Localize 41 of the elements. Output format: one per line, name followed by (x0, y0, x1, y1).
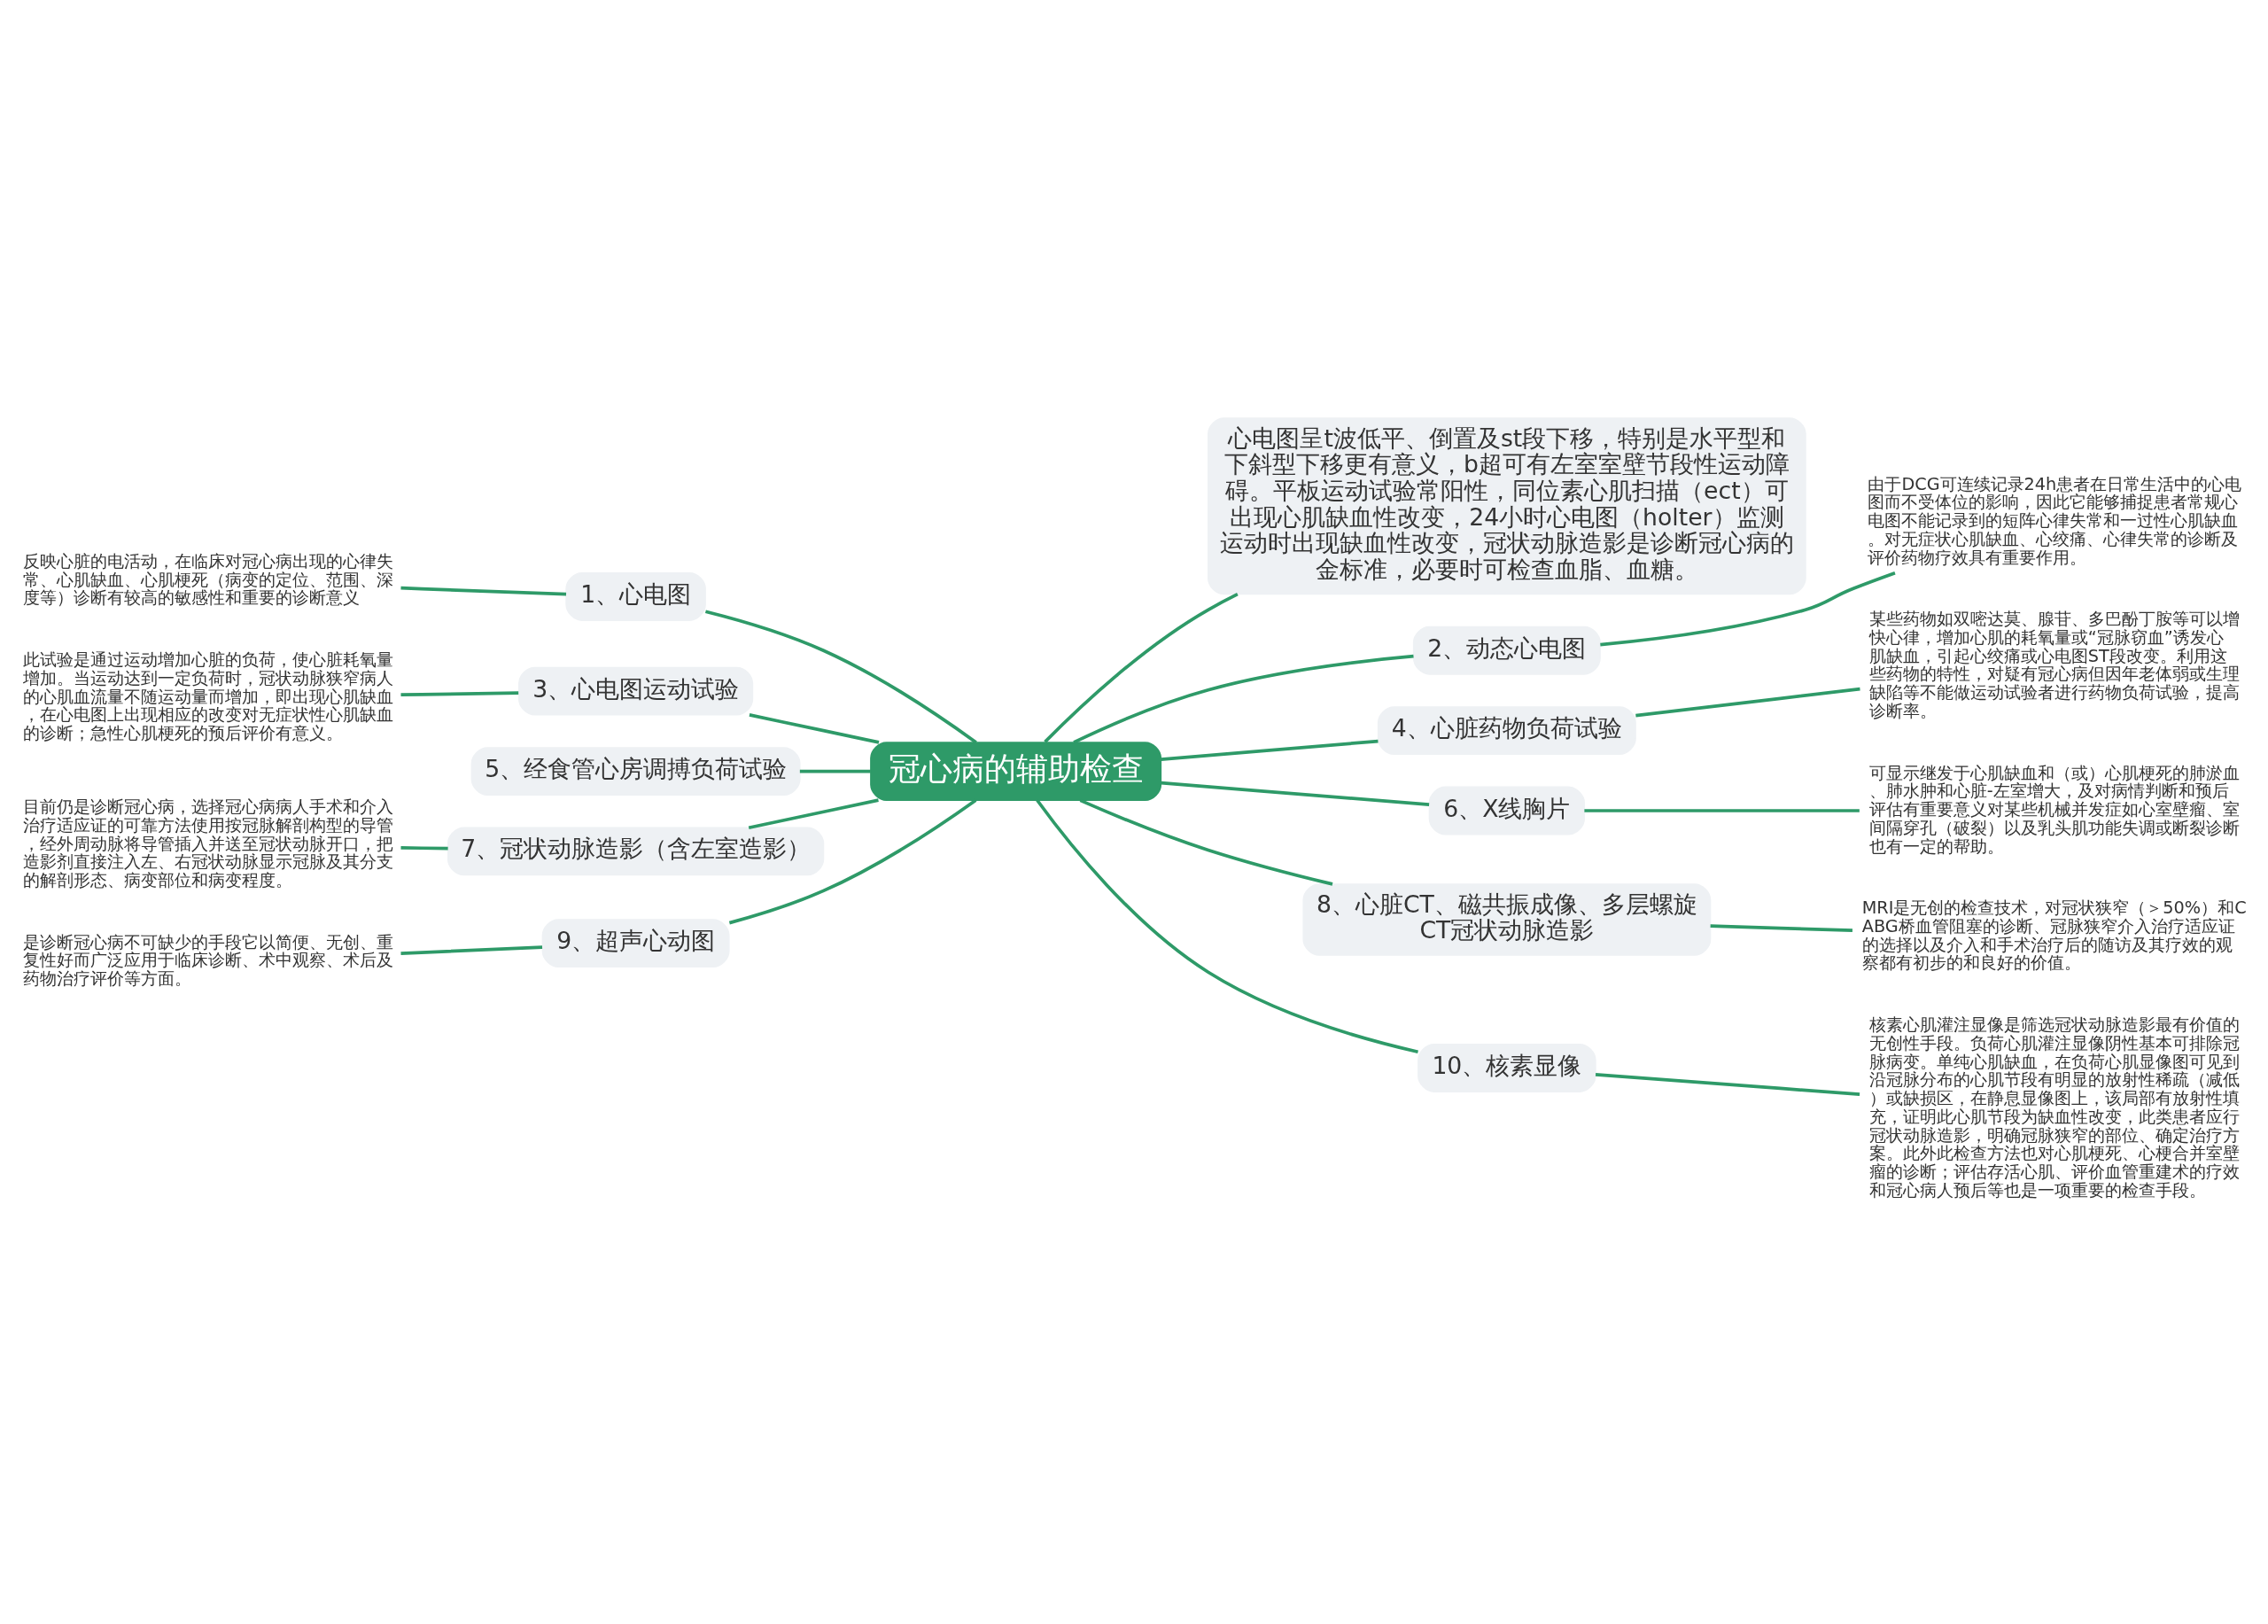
connector (1584, 809, 1860, 812)
connector (400, 691, 519, 697)
node-text: 某些药物如双嘧达莫、腺苷、多巴酚丁胺等可以增快心律，增加心肌的耗氧量或“冠脉窃血”诱发心肌缺血，引起心绞痛或心电图ST段改变。利用这些药物的特性，对疑有冠心病但因年老体弱或生理缺陷等不能做运动试验者进行药物负荷试验，提高诊断率。 (1868, 609, 2240, 721)
connector (1161, 781, 1430, 806)
connector (400, 586, 567, 596)
node-box: 2、动态心电图 (1412, 626, 1601, 675)
connector (1710, 924, 1852, 933)
connector (1073, 654, 1414, 744)
connector (1079, 798, 1333, 886)
connector (1036, 799, 1418, 1054)
node-box: 8、心脏CT、磁共振成像、多层螺旋CT冠状动脉造影 (1302, 883, 1712, 956)
node-text: 此试验是通过运动增加心脏的负荷，使心脏耗氧量增加。当运动达到一定负荷时，冠状动脉狭窄病人的心肌血流量不随运动量而增加，即出现心肌缺血，在心电图上出现相应的改变对无症状性心肌缺血的诊断；急性心肌梗死的预后评价有意义。 (22, 649, 393, 744)
node-text: 可显示继发于心肌缺血和（或）心肌梗死的肺淤血、肺水肿和心脏-左室增大，及对病情判断和预后评估有重要意义对某些机械并发症如心室壁瘤、室间隔穿孔（破裂）以及乳头肌功能失调或断裂诊断也有一定的帮助。 (1868, 762, 2240, 857)
node-box: 3、心电图运动试验 (518, 666, 754, 716)
node-box: 6、X线胸片 (1428, 786, 1586, 835)
node-text: 由于DCG可连续记录24h患者在日常生活中的心电图而不受体位的影响，因此它能够捕捉患者常规心电图不能记录到的短阵心律失常和一过性心肌缺血。对无症状心肌缺血、心绞痛、心律失常的诊断及评价药物疗效具有重要作用。 (1868, 473, 2242, 568)
node-box: 7、冠状动脉造影（含左室造影） (447, 827, 825, 876)
node-text: MRI是无创的检查技术，对冠状狭窄（＞50%）和CABG桥血管阻塞的诊断、冠脉狭窄介入治疗适应证的选择以及介入和手术治疗后的随访及其疗效的观察都有初步的和良好的价值。 (1861, 897, 2247, 974)
connector (749, 713, 880, 744)
connector (1595, 1073, 1860, 1096)
connector (799, 769, 871, 773)
node-box: 4、心脏药物负荷试验 (1377, 706, 1636, 756)
connector (704, 610, 977, 744)
connector (400, 846, 448, 851)
node-box: 10、核素显像 (1418, 1044, 1596, 1092)
node-box: 1、心电图 (565, 572, 706, 621)
connector (1600, 571, 1896, 647)
connector (1044, 593, 1239, 743)
connector (748, 798, 879, 829)
connector (1635, 687, 1860, 718)
connector (400, 945, 543, 955)
node-box: 9、超声心动图 (541, 919, 730, 968)
node-text: 核素心肌灌注显像是筛选冠状动脉造影最有价值的无创性手段。负荷心肌灌注显像阴性基本可排除冠脉病变。单纯心肌缺血，在负荷心肌显像图可见到沿冠脉分布的心肌节段有明显的放射性稀疏（减低）或缺损区，在静息显像图上，该局部有放射性填充，证明此心肌节段为缺血性改变，此类患者应行冠状动脉造影，明确冠脉狭窄的部位、确定治疗方案。此外此检查方法也对心肌梗死、心梗合并室壁瘤的诊断；评估存活心肌、评价血管重建术的疗效和冠心病人预后等也是一项重要的检查手段。 (1868, 1014, 2240, 1201)
connector (728, 798, 977, 925)
node-box: 冠心病的辅助检查 (870, 742, 1162, 801)
node-text: 是诊断冠心病不可缺少的手段它以简便、无创、重复性好而广泛应用于临床诊断、术中观察、术后及药物治疗评价等方面。 (22, 931, 393, 990)
node-box: 心电图呈t波低平、倒置及st段下移，特别是水平型和下斜型下移更有意义，b超可有左室室壁节段性运动障碍。平板运动试验常阳性，同位素心肌扫描（ect）可出现心肌缺血性改变，24小时心电图（holter）监测运动时出现缺血性改变，冠状动脉造影是诊断冠心病的金标准，必要时可检查血脂、血糖。 (1208, 417, 1806, 595)
node-text: 反映心脏的电活动，在临床对冠心病出现的心律失常、心肌缺血、心肌梗死（病变的定位、范围、深度等）诊断有较高的敏感性和重要的诊断意义 (22, 550, 393, 609)
connector (1161, 739, 1379, 761)
node-box: 5、经食管心房调搏负荷试验 (470, 747, 801, 796)
node-text: 目前仍是诊断冠心病，选择冠心病病人手术和介入治疗适应证的可靠方法使用按冠脉解剖构型的导管，经外周动脉将导管插入并送至冠状动脉开口，把造影剂直接注入左、右冠状动脉显示冠脉及其分支的解剖形态、病变部位和病变程度。 (22, 796, 393, 891)
